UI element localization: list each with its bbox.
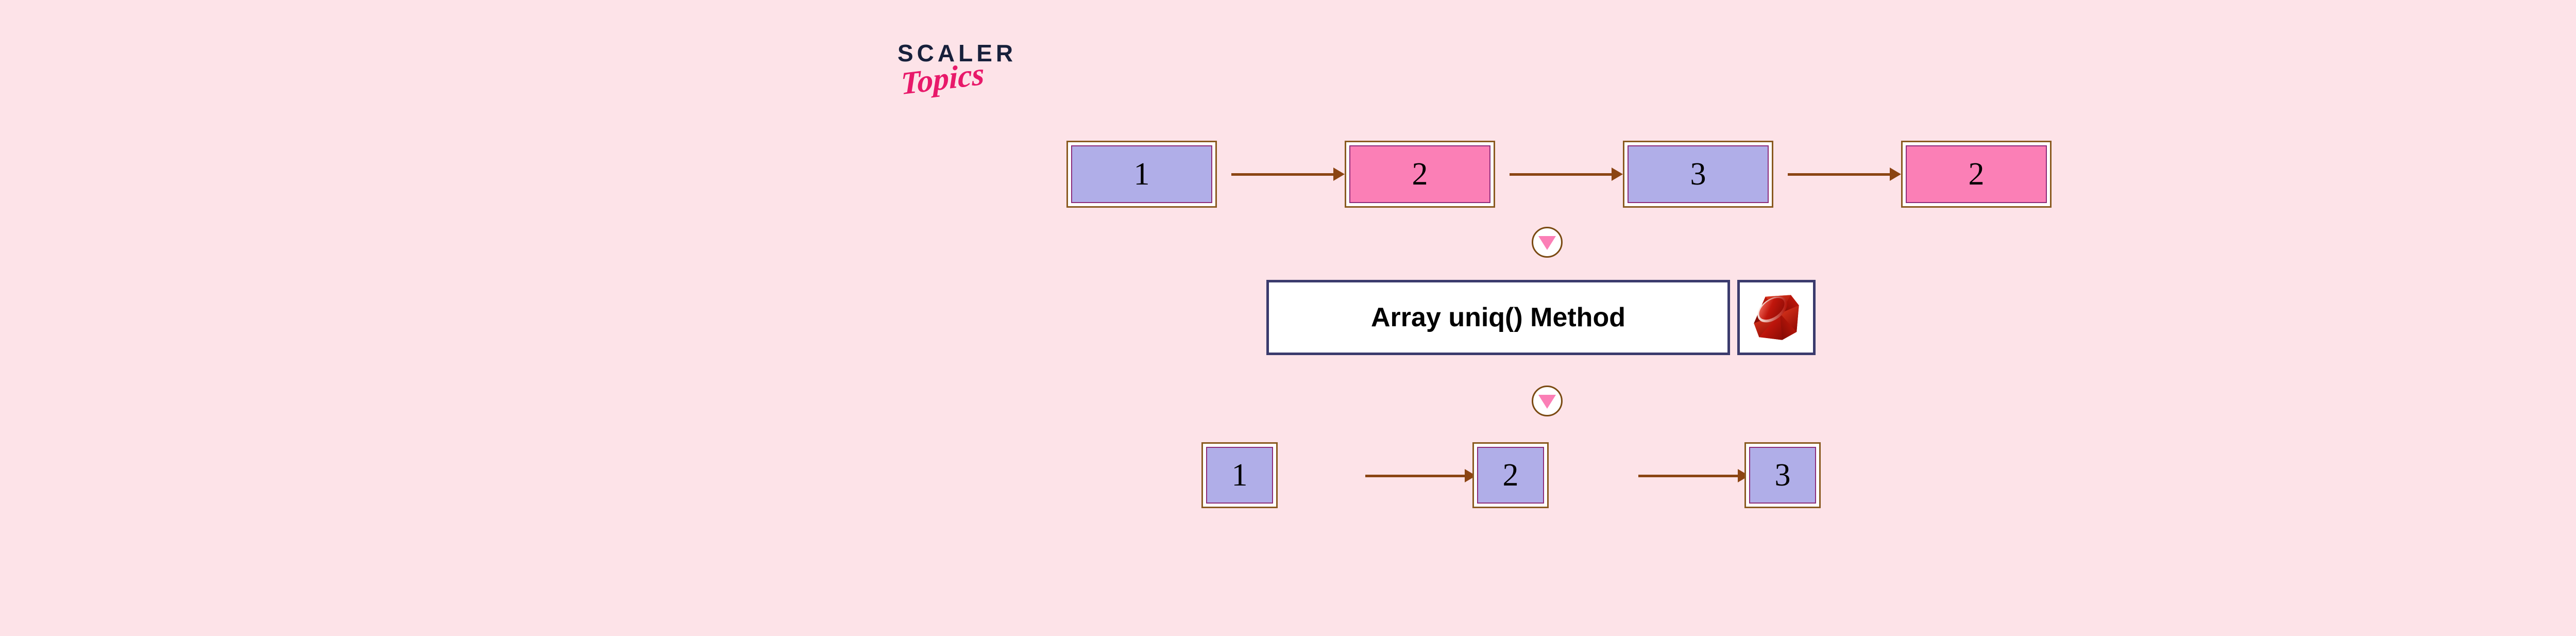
arrow-shaft [1788, 173, 1890, 176]
arrow-head-icon [1612, 168, 1623, 181]
output-cell-1: 2 [1472, 442, 1549, 508]
arrow-head-icon [1890, 168, 1901, 181]
input-cell-2: 3 [1623, 141, 1773, 208]
output-cell-2-value: 3 [1749, 447, 1816, 504]
output-cell-1-value: 2 [1477, 447, 1544, 504]
input-cell-3-value: 2 [1906, 145, 2047, 203]
ruby-logo-panel [1737, 280, 1816, 355]
arrow-shaft [1638, 474, 1738, 477]
triangle-down-icon [1538, 236, 1556, 250]
input-arrow-1 [1510, 166, 1623, 182]
method-label-text: Array uniq() Method [1371, 303, 1625, 332]
scaler-topics-logo: SCALER Topics [897, 41, 1052, 119]
output-cell-0-value: 1 [1206, 447, 1273, 504]
output-cell-0: 1 [1201, 442, 1278, 508]
input-arrow-0 [1231, 166, 1345, 182]
down-arrow-to-output-icon [1532, 386, 1563, 416]
logo-primary-text: SCALER [897, 40, 1017, 66]
input-arrow-2 [1788, 166, 1901, 182]
arrow-head-icon [1333, 168, 1345, 181]
input-cell-3: 2 [1901, 141, 2052, 208]
method-label-panel: Array uniq() Method [1266, 280, 1730, 355]
input-cell-0-value: 1 [1071, 145, 1212, 203]
output-arrow-1 [1638, 468, 1749, 483]
input-cell-0: 1 [1066, 141, 1217, 208]
arrow-shaft [1510, 173, 1612, 176]
ruby-gem-icon [1754, 295, 1799, 340]
arrow-shaft [1365, 474, 1465, 477]
output-arrow-0 [1365, 468, 1476, 483]
input-cell-1: 2 [1345, 141, 1495, 208]
down-arrow-to-method-icon [1532, 227, 1563, 258]
output-cell-2: 3 [1744, 442, 1821, 508]
input-cell-2-value: 3 [1628, 145, 1769, 203]
arrow-shaft [1231, 173, 1334, 176]
triangle-down-icon [1538, 394, 1556, 409]
input-cell-1-value: 2 [1349, 145, 1490, 203]
